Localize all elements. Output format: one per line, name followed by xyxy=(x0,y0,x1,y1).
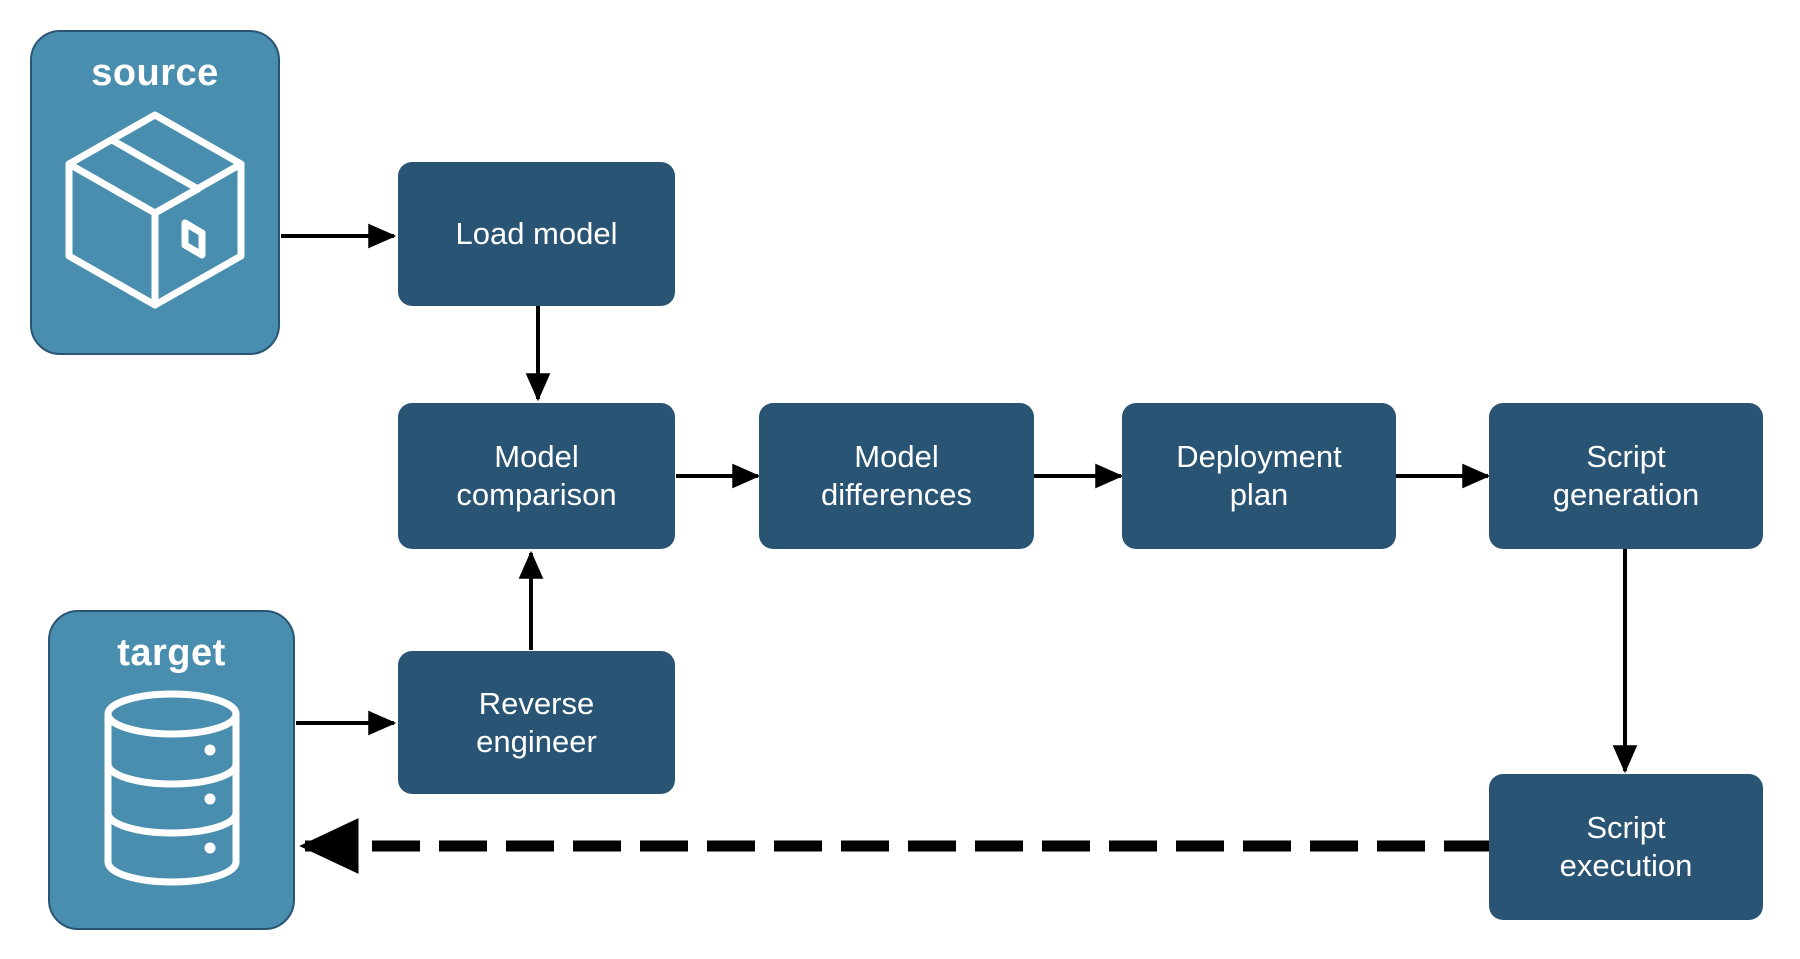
node-script-generation[interactable]: Script generation xyxy=(1489,403,1763,549)
node-model-comparison[interactable]: Model comparison xyxy=(398,403,675,549)
endpoint-target[interactable]: target xyxy=(48,610,295,930)
node-reverse-engineer[interactable]: Reverse engineer xyxy=(398,651,675,794)
database-cylinder-icon xyxy=(50,672,293,904)
node-script-execution[interactable]: Script execution xyxy=(1489,774,1763,920)
node-deployment-plan[interactable]: Deployment plan xyxy=(1122,403,1396,549)
node-model-differences[interactable]: Model differences xyxy=(759,403,1034,549)
node-load-model[interactable]: Load model xyxy=(398,162,675,306)
endpoint-source-label: source xyxy=(91,52,219,94)
package-box-icon xyxy=(32,92,278,327)
endpoint-target-label: target xyxy=(117,632,226,674)
endpoint-source[interactable]: source xyxy=(30,30,280,355)
